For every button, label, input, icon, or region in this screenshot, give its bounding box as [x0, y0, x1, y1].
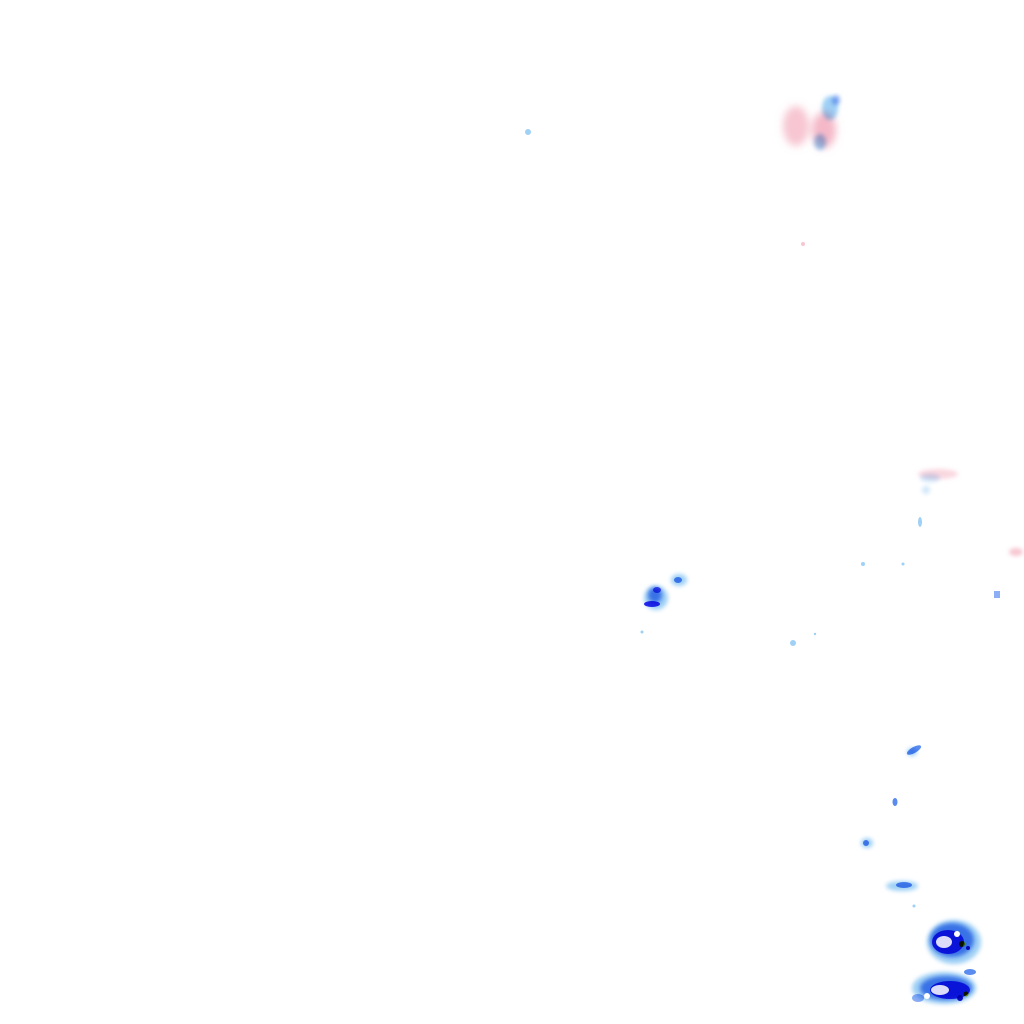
precip-cluster-storm — [912, 920, 981, 1004]
rain-cell — [954, 931, 960, 937]
rain-cell — [814, 134, 826, 150]
rain-cell — [959, 941, 965, 947]
rain-cell — [963, 991, 969, 997]
rain-cell — [912, 904, 916, 908]
rain-cell — [644, 601, 660, 607]
rain-cell — [653, 587, 661, 593]
rain-cell — [918, 517, 922, 527]
precip-cluster-southeast — [861, 745, 922, 908]
rain-cell — [907, 748, 917, 756]
rain-cell — [901, 562, 905, 566]
rain-cell — [994, 591, 1000, 598]
rain-cell — [936, 936, 952, 948]
rain-cell — [924, 993, 930, 999]
rain-cell — [931, 985, 949, 995]
rain-cell — [640, 630, 644, 634]
rain-cell — [964, 969, 976, 975]
rain-cell — [966, 946, 970, 950]
rain-cell — [674, 577, 682, 583]
rain-cell — [892, 798, 898, 806]
snow-cell — [801, 242, 805, 246]
rain-cell — [912, 994, 924, 1002]
rain-cell — [922, 486, 930, 494]
rain-cell — [896, 882, 912, 888]
rain-cell — [861, 562, 865, 566]
rain-cell — [832, 95, 840, 105]
snow-cell — [783, 106, 809, 146]
rain-cell — [863, 840, 869, 846]
rain-cell — [920, 474, 940, 482]
rain-cell — [813, 632, 817, 636]
precip-cluster-east — [790, 469, 1023, 646]
rain-cell — [525, 129, 531, 135]
rain-cell — [957, 995, 963, 1001]
rain-cell — [790, 640, 796, 646]
precip-cluster-north — [525, 95, 840, 246]
snow-cell — [1009, 548, 1023, 556]
precip-cluster-central — [640, 574, 687, 634]
